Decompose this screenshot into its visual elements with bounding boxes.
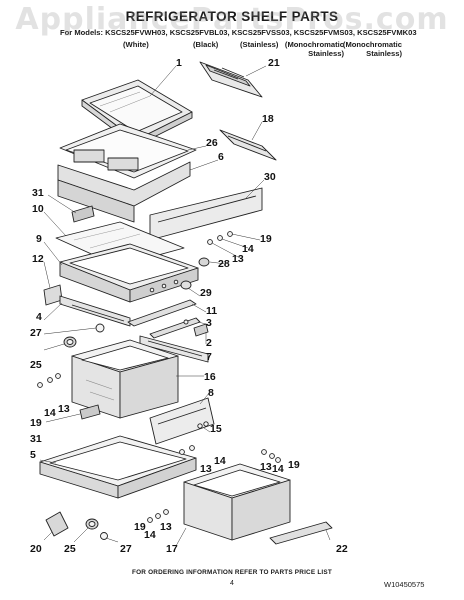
part-frame-26 xyxy=(59,123,197,179)
callout-8: 8 xyxy=(208,387,214,399)
part-lower-drawer-17 xyxy=(183,463,291,541)
part-front-panel-8 xyxy=(149,397,215,445)
hardware-13-14-lower xyxy=(179,445,281,463)
part-shelf-rail-21 xyxy=(199,61,263,98)
callout-19-bottom: 19 xyxy=(134,521,146,533)
callout-16: 16 xyxy=(204,371,216,383)
callout-15: 15 xyxy=(210,423,222,435)
callout-14-mid: 14 xyxy=(44,407,56,419)
hardware-19-14-13-mid xyxy=(37,373,61,388)
variant-black: (Black) xyxy=(193,40,219,49)
hardware-19-14-13-upper xyxy=(207,231,233,245)
callout-27-upper: 27 xyxy=(30,327,42,339)
part-rail-18 xyxy=(219,129,277,161)
callout-20: 20 xyxy=(30,543,42,555)
callout-13-far: 13 xyxy=(260,461,272,473)
part-crisper-drawer-16 xyxy=(71,339,179,419)
callout-14-bottom: 14 xyxy=(144,529,156,541)
part-crisper-cover-6 xyxy=(57,161,191,223)
callout-30: 30 xyxy=(264,171,276,183)
part-side-12 xyxy=(43,284,63,306)
callout-19-upper: 19 xyxy=(260,233,272,245)
callout-7: 7 xyxy=(206,351,212,363)
part-knob-25a xyxy=(63,336,77,348)
callout-13-bottom: 13 xyxy=(160,521,172,533)
part-rail-3 xyxy=(149,317,201,339)
callout-14-right: 14 xyxy=(214,455,226,467)
hardware-19-14-13-bottom xyxy=(147,509,169,523)
callout-21: 21 xyxy=(268,57,280,69)
part-knob-25b xyxy=(85,518,99,530)
ordering-footer: FOR ORDERING INFORMATION REFER TO PARTS … xyxy=(132,569,332,576)
callout-12: 12 xyxy=(32,253,44,265)
variant-white: (White) xyxy=(123,40,149,49)
part-bushing-28 xyxy=(198,257,210,267)
callout-10: 10 xyxy=(32,203,44,215)
callout-25-lower: 25 xyxy=(64,543,76,555)
callout-28: 28 xyxy=(218,258,230,270)
part-knob-27a xyxy=(95,323,105,333)
part-rail-7 xyxy=(139,335,209,363)
callout-14-far: 14 xyxy=(272,463,284,475)
callout-13-upper: 13 xyxy=(232,253,244,265)
part-tray-frame-5 xyxy=(39,435,197,499)
page-title: REFRIGERATOR SHELF PARTS xyxy=(125,9,339,24)
callout-27-lower: 27 xyxy=(120,543,132,555)
part-knob-29 xyxy=(180,280,192,290)
page-number: 4 xyxy=(230,580,234,587)
document-number: W10450575 xyxy=(384,580,425,589)
callout-14-upper: 14 xyxy=(242,243,254,255)
part-trim-22 xyxy=(269,521,333,545)
part-handle-31 xyxy=(71,205,95,223)
part-housing-4 xyxy=(59,295,131,327)
callout-13-mid: 13 xyxy=(58,403,70,415)
part-knob-27b xyxy=(100,532,108,540)
callout-17: 17 xyxy=(166,543,178,555)
callout-19-mid: 19 xyxy=(30,417,42,429)
callout-13-right: 13 xyxy=(200,463,212,475)
callout-3: 3 xyxy=(206,317,212,329)
callout-11: 11 xyxy=(206,305,217,317)
part-cover-frame-9 xyxy=(59,243,199,303)
part-cover-20 xyxy=(45,511,69,537)
callout-31-upper: 31 xyxy=(32,187,44,199)
callout-19-far: 19 xyxy=(288,459,300,471)
callout-2: 2 xyxy=(206,337,212,349)
callout-22: 22 xyxy=(336,543,348,555)
callout-1: 1 xyxy=(176,57,182,69)
part-handle-31b xyxy=(79,404,101,420)
callout-25-upper: 25 xyxy=(30,359,42,371)
callout-4: 4 xyxy=(36,311,42,323)
callout-29: 29 xyxy=(200,287,212,299)
part-rail-11 xyxy=(127,299,197,327)
leader-lines xyxy=(39,65,331,547)
part-clip-2 xyxy=(193,323,209,337)
models-line: For Models: KSCS25FVWH03, KSCS25FVBL03, … xyxy=(60,28,417,37)
part-clip-15 xyxy=(197,421,209,429)
callout-9: 9 xyxy=(36,233,42,245)
callout-6: 6 xyxy=(218,151,224,163)
callout-26: 26 xyxy=(206,137,218,149)
callout-31-lower: 31 xyxy=(30,433,42,445)
callout-5: 5 xyxy=(30,449,36,461)
variant-stainless: (Stainless) xyxy=(240,40,279,49)
callout-18: 18 xyxy=(262,113,274,125)
part-front-trim-30 xyxy=(149,187,263,241)
